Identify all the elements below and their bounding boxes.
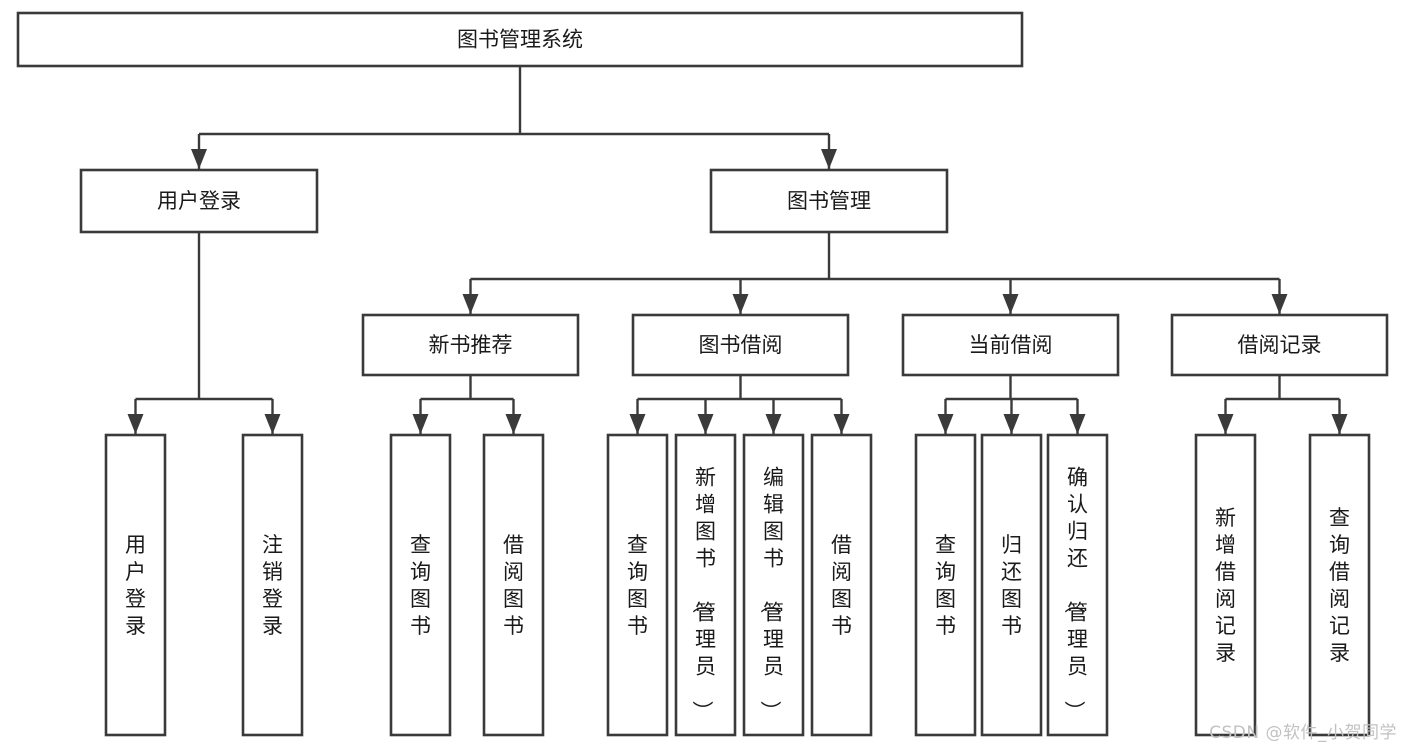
node-box-leaf-query-book-1[interactable] [389, 433, 452, 737]
node-root[interactable]: 图书管理系统 [16, 11, 1024, 68]
edge-arrow-leaf-query-record [1331, 414, 1348, 434]
node-label-leaf-user-login: 用户登录 [125, 533, 146, 638]
node-leaf-user-login[interactable]: 用户登录 [104, 433, 167, 737]
edge-arrow-leaf-add-record [1217, 414, 1234, 434]
node-current-borrow[interactable]: 当前借阅 [901, 313, 1120, 377]
node-box-book-management[interactable] [709, 168, 949, 234]
node-leaf-query-book-3[interactable]: 查询图书 [914, 433, 977, 737]
node-box-leaf-edit-book[interactable] [742, 433, 805, 737]
node-label-book-management: 图书管理 [787, 189, 871, 213]
node-box-leaf-logout[interactable] [241, 433, 304, 737]
edge-arrow-book-management [821, 149, 837, 169]
node-user-login[interactable]: 用户登录 [79, 168, 319, 234]
node-box-leaf-user-login[interactable] [104, 433, 167, 737]
node-box-leaf-query-book-2[interactable] [606, 433, 669, 737]
node-leaf-borrow-book-1[interactable]: 借阅图书 [482, 433, 545, 737]
node-leaf-add-record[interactable]: 新增借阅记录 [1194, 433, 1257, 737]
node-leaf-edit-book[interactable]: 编辑图书（管理员） [742, 433, 805, 737]
node-label-leaf-borrow-book-1: 借阅图书 [503, 533, 524, 638]
node-label-book-borrow: 图书借阅 [699, 333, 783, 357]
node-label-leaf-query-record: 查询借阅记录 [1329, 506, 1350, 665]
edge-arrow-leaf-user-login [127, 414, 144, 434]
edge-arrow-leaf-edit-book [765, 414, 782, 434]
node-box-leaf-return-book[interactable] [980, 433, 1043, 737]
node-label-leaf-edit-book: 编辑图书（管理员） [758, 466, 784, 722]
edge-arrow-leaf-confirm-return [1069, 414, 1086, 434]
node-box-leaf-confirm-return[interactable] [1046, 433, 1109, 737]
edge-arrow-leaf-borrow-book-2 [833, 414, 850, 434]
edge-arrow-leaf-add-book [697, 414, 714, 434]
node-book-management[interactable]: 图书管理 [709, 168, 949, 234]
node-label-leaf-add-book: 新增图书（管理员） [690, 466, 716, 722]
node-leaf-return-book[interactable]: 归还图书 [980, 433, 1043, 737]
node-box-borrow-record[interactable] [1170, 313, 1389, 377]
node-box-leaf-borrow-book-1[interactable] [482, 433, 545, 737]
edge-arrow-leaf-query-book-2 [629, 414, 646, 434]
node-label-leaf-query-book-1: 查询图书 [410, 533, 431, 638]
node-leaf-query-book-2[interactable]: 查询图书 [606, 433, 669, 737]
node-label-user-login: 用户登录 [157, 189, 241, 213]
node-borrow-record[interactable]: 借阅记录 [1170, 313, 1389, 377]
edge-arrow-leaf-logout [264, 414, 281, 434]
node-label-leaf-query-book-2: 查询图书 [627, 533, 648, 638]
node-box-root[interactable] [16, 11, 1024, 68]
node-leaf-add-book[interactable]: 新增图书（管理员） [674, 433, 737, 737]
node-box-current-borrow[interactable] [901, 313, 1120, 377]
edge-arrow-current-borrow [1002, 294, 1019, 314]
node-label-leaf-add-record: 新增借阅记录 [1215, 506, 1236, 665]
edge-arrow-leaf-query-book-3 [937, 414, 954, 434]
edge-arrow-user-login [191, 149, 207, 169]
edge-arrow-new-book-recommend [462, 294, 479, 314]
node-box-leaf-add-book[interactable] [674, 433, 737, 737]
node-box-book-borrow[interactable] [631, 313, 850, 377]
node-label-leaf-return-book: 归还图书 [1001, 533, 1022, 638]
node-leaf-logout[interactable]: 注销登录 [241, 433, 304, 737]
edge-arrow-leaf-return-book [1003, 414, 1020, 434]
node-label-root: 图书管理系统 [457, 28, 583, 52]
node-new-book-recommend[interactable]: 新书推荐 [361, 313, 580, 377]
edges-layer [127, 66, 1348, 434]
node-leaf-confirm-return[interactable]: 确认归还（管理员） [1046, 433, 1109, 737]
node-label-borrow-record: 借阅记录 [1238, 333, 1322, 357]
node-box-new-book-recommend[interactable] [361, 313, 580, 377]
node-leaf-borrow-book-2[interactable]: 借阅图书 [810, 433, 873, 737]
node-label-new-book-recommend: 新书推荐 [429, 333, 513, 357]
node-label-leaf-borrow-book-2: 借阅图书 [831, 533, 852, 638]
node-box-leaf-add-record[interactable] [1194, 433, 1257, 737]
node-box-leaf-query-book-3[interactable] [914, 433, 977, 737]
edge-arrow-leaf-borrow-book-1 [505, 414, 522, 434]
nodes-layer: 图书管理系统用户登录图书管理新书推荐图书借阅当前借阅借阅记录用户登录注销登录查询… [16, 11, 1389, 737]
node-box-user-login[interactable] [79, 168, 319, 234]
node-leaf-query-record[interactable]: 查询借阅记录 [1308, 433, 1371, 737]
node-label-current-borrow: 当前借阅 [969, 333, 1053, 357]
node-box-leaf-borrow-book-2[interactable] [810, 433, 873, 737]
node-label-leaf-query-book-3: 查询图书 [935, 533, 956, 638]
node-label-leaf-logout: 注销登录 [262, 533, 283, 638]
node-label-leaf-confirm-return: 确认归还（管理员） [1062, 466, 1088, 722]
edge-arrow-book-borrow [732, 294, 749, 314]
node-leaf-query-book-1[interactable]: 查询图书 [389, 433, 452, 737]
node-box-leaf-query-record[interactable] [1308, 433, 1371, 737]
edge-arrow-borrow-record [1271, 294, 1288, 314]
edge-arrow-leaf-query-book-1 [412, 414, 429, 434]
node-book-borrow[interactable]: 图书借阅 [631, 313, 850, 377]
